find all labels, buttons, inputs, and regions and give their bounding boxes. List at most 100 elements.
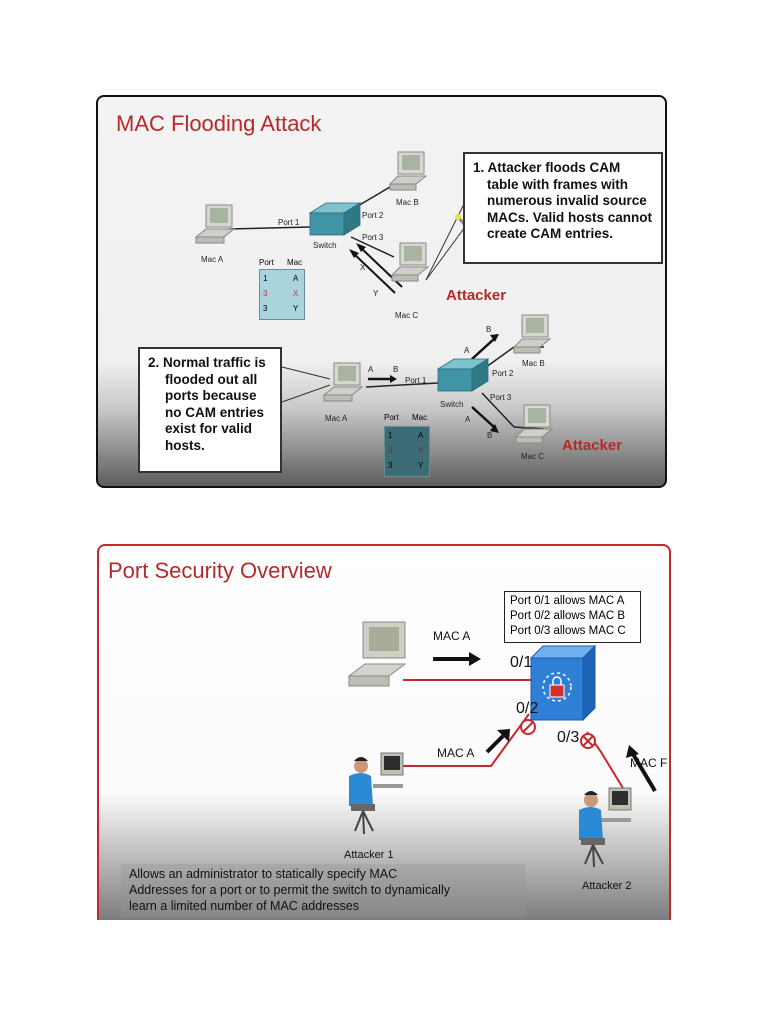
flow-a-label: A bbox=[464, 346, 470, 355]
switch-icon bbox=[308, 202, 362, 236]
flow-arrowhead bbox=[490, 424, 499, 433]
mac-a-label: MAC A bbox=[433, 629, 471, 643]
callout-line: 1. Attacker floods CAM bbox=[473, 160, 621, 175]
callout-line: numerous invalid source bbox=[487, 193, 647, 208]
callout-line: table with frames with bbox=[487, 176, 629, 192]
cam-cell: A bbox=[418, 431, 424, 440]
arrowhead bbox=[497, 729, 510, 742]
cam-table-body bbox=[259, 269, 305, 320]
link-switch-macc bbox=[481, 392, 515, 428]
arrowhead bbox=[469, 652, 481, 666]
flow-a-label: A bbox=[465, 415, 471, 424]
flood-label-y: Y bbox=[373, 289, 379, 298]
callout-pointer bbox=[425, 226, 466, 281]
flow-b-label: B bbox=[486, 325, 492, 334]
computer-icon bbox=[347, 621, 407, 687]
port3-label: Port 3 bbox=[362, 233, 384, 242]
port2-label: Port 2 bbox=[492, 369, 514, 378]
port-rules-box: Port 0/1 allows MAC A Port 0/2 allows MA… bbox=[504, 591, 641, 643]
attacker1-label: Attacker 1 bbox=[344, 849, 394, 861]
overview-description: Allows an administrator to statically sp… bbox=[121, 864, 525, 918]
cam-header-mac: Mac bbox=[412, 413, 428, 422]
blocked-icon bbox=[520, 719, 536, 735]
mac-c-label: Mac C bbox=[521, 452, 545, 461]
port3-label: Port 3 bbox=[490, 393, 512, 402]
switch-label: Switch bbox=[313, 241, 337, 250]
computer-icon bbox=[194, 204, 236, 244]
switch-icon bbox=[436, 358, 490, 392]
callout-attacker-floods: 1. Attacker floods CAM table with frames… bbox=[463, 152, 663, 264]
mac-b-label: Mac B bbox=[522, 359, 545, 368]
cam-table: Port Mac 1 A 3 X 3 Y bbox=[384, 413, 432, 479]
slide-title: MAC Flooding Attack bbox=[116, 111, 322, 136]
callout-line: hosts. bbox=[165, 437, 205, 453]
computer-icon bbox=[514, 404, 554, 444]
flow-b-label: B bbox=[487, 431, 493, 440]
cam-header-port: Port bbox=[384, 413, 399, 422]
mac-a-attacker-label: MAC A bbox=[437, 746, 475, 760]
flood-arrowhead bbox=[356, 243, 366, 252]
switch-label: Switch bbox=[440, 400, 464, 409]
mac-flooding-slide: MAC Flooding Attack bbox=[96, 95, 667, 488]
link-maca-switch bbox=[227, 226, 311, 230]
port-01-label: 0/1 bbox=[510, 654, 533, 671]
callout-line: no CAM entries bbox=[165, 404, 265, 420]
mac-a-label: Mac A bbox=[201, 255, 224, 264]
link-port02 bbox=[399, 713, 530, 767]
flow-arrow bbox=[471, 406, 495, 428]
flow-arrowhead bbox=[390, 375, 397, 383]
cam-cell: X bbox=[293, 289, 299, 298]
mac-a-attacker-arrow bbox=[485, 734, 505, 754]
arrowhead bbox=[626, 745, 639, 758]
callout-line: flooded out all bbox=[165, 371, 258, 387]
callout-line: 2. Normal traffic is bbox=[148, 355, 266, 370]
description-line: Allows an administrator to statically sp… bbox=[129, 867, 398, 881]
cam-cell: 1 bbox=[388, 431, 393, 440]
cam-cell: Y bbox=[293, 304, 299, 313]
description-line: learn a limited number of MAC addresses bbox=[129, 899, 359, 913]
flood-arrowhead bbox=[349, 249, 359, 258]
port-rule: Port 0/3 allows MAC C bbox=[510, 625, 626, 637]
flow-arrowhead bbox=[490, 334, 499, 342]
cam-cell: 3 bbox=[263, 304, 268, 313]
callout-line: create CAM entries. bbox=[487, 226, 614, 241]
flood-label-x: X bbox=[360, 263, 366, 272]
cam-cell: 3 bbox=[388, 461, 393, 470]
cam-cell: 3 bbox=[263, 289, 268, 298]
mac-b-label: Mac B bbox=[396, 198, 419, 207]
port2-label: Port 2 bbox=[362, 211, 384, 220]
computer-icon bbox=[390, 242, 430, 282]
callout-line: ports because bbox=[165, 388, 257, 403]
cam-cell: X bbox=[418, 446, 424, 455]
port1-label: Port 1 bbox=[405, 376, 427, 385]
cam-cell: Y bbox=[418, 461, 424, 470]
slide-title: Port Security Overview bbox=[108, 558, 332, 583]
port-security-slide: Port Security Overview Port 0/1 allows M… bbox=[97, 544, 671, 920]
cam-header-port: Port bbox=[259, 258, 274, 267]
attacker-person-icon bbox=[579, 787, 632, 868]
cam-table-body bbox=[384, 426, 430, 477]
mac-f-arrow bbox=[631, 752, 657, 793]
port1-label: Port 1 bbox=[278, 218, 300, 227]
cam-cell: A bbox=[293, 274, 299, 283]
callout-line: exist for valid bbox=[165, 421, 253, 436]
attacker2-label: Attacker 2 bbox=[582, 880, 632, 892]
attacker-label: Attacker bbox=[562, 437, 623, 454]
cam-table: Port Mac 1 A 3 X 3 Y bbox=[259, 258, 313, 320]
port-security-diagram bbox=[347, 621, 657, 868]
blocked-icon bbox=[580, 733, 596, 749]
cam-cell: 3 bbox=[388, 446, 393, 455]
callout-normal-traffic: 2. Normal traffic is flooded out all por… bbox=[138, 347, 282, 473]
computer-icon bbox=[388, 151, 428, 191]
secure-switch-icon bbox=[529, 644, 597, 722]
cam-header-mac: Mac bbox=[287, 258, 303, 267]
mac-f-label: MAC F bbox=[630, 756, 668, 770]
link-switch-macc bbox=[350, 236, 395, 258]
cam-cell: 1 bbox=[263, 274, 268, 283]
computer-icon bbox=[512, 314, 552, 354]
flow-arrow bbox=[471, 338, 495, 360]
attacker-person-icon bbox=[349, 752, 404, 835]
description-line: Addresses for a port or to permit the sw… bbox=[129, 883, 450, 897]
callout-pointer bbox=[425, 201, 466, 281]
mac-a-label: Mac A bbox=[325, 414, 348, 423]
